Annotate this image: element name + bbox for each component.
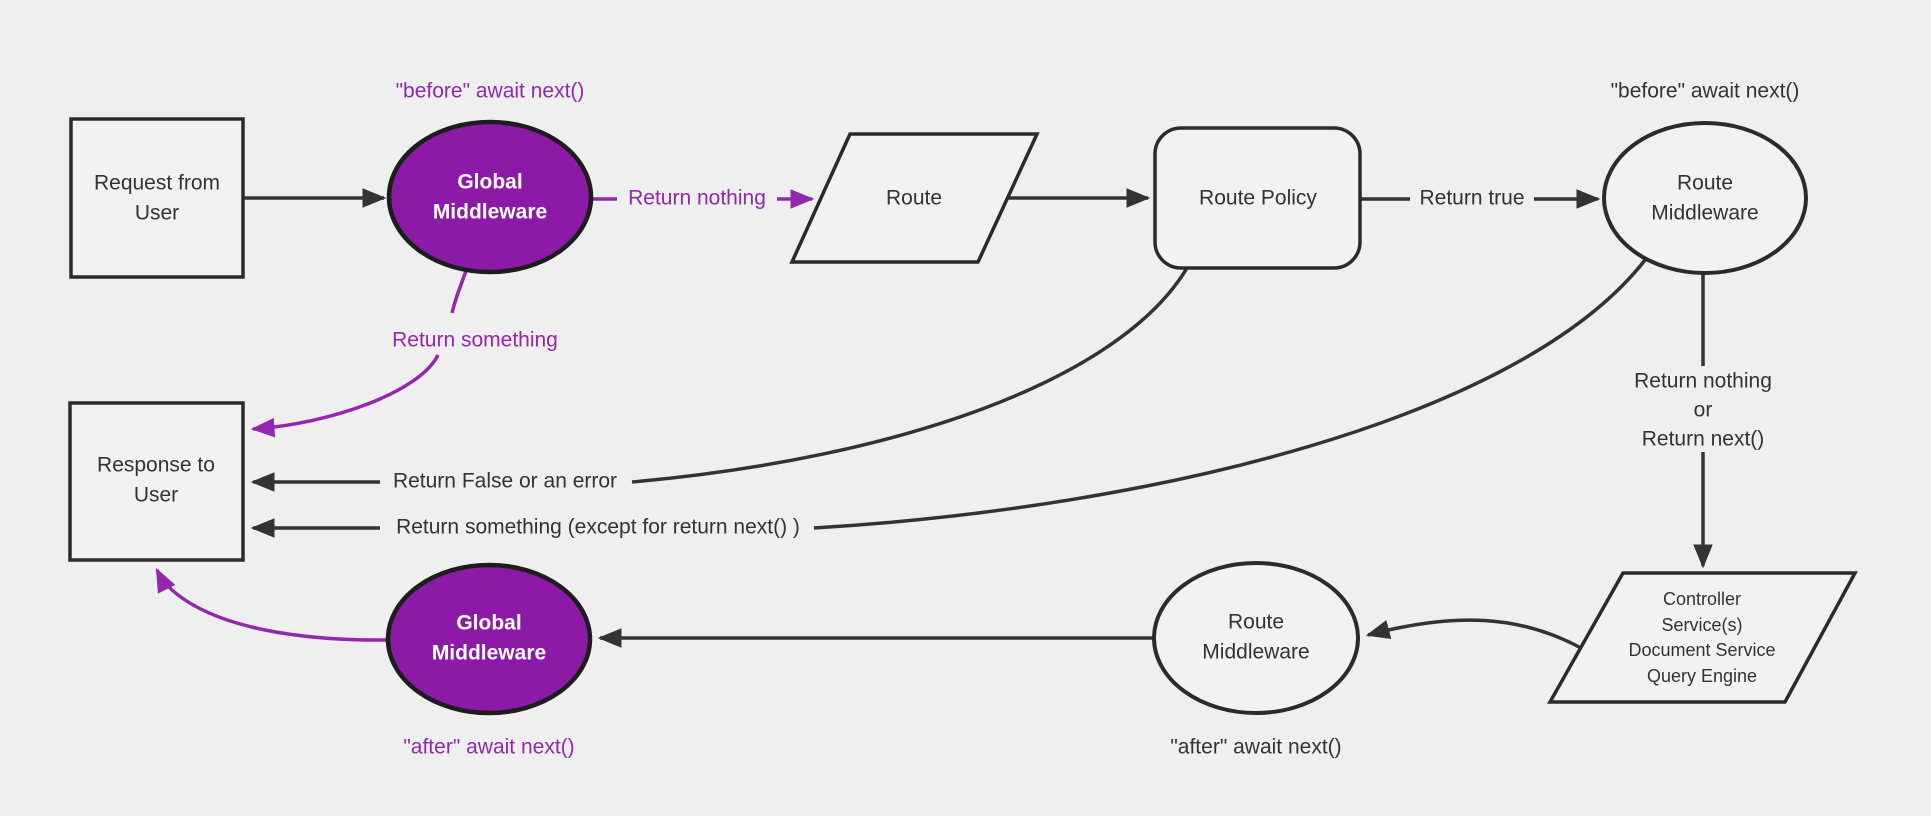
node-global-middleware-bottom: Global Middleware (385, 562, 593, 716)
edge-return-something-except-curve (813, 258, 1647, 530)
global-mw-top-label-line1: Global (457, 171, 522, 194)
route-mw-top-label-line2: Middleware (1651, 202, 1758, 225)
global-mw-top-ellipse (386, 119, 594, 275)
node-route-middleware-bottom: Route Middleware (1152, 561, 1360, 715)
edge-labels: "before" await next() "before" await nex… (392, 80, 1799, 759)
label-return-false-or-error: Return False or an error (393, 470, 617, 493)
controller-label-line1: Controller (1663, 589, 1741, 609)
node-response-to-user: Response to User (68, 401, 245, 562)
request-label-line1: Request from (94, 172, 220, 195)
node-request-from-user: Request from User (69, 117, 245, 279)
global-mw-top-label-line2: Middleware (433, 201, 547, 224)
response-label-line1: Response to (97, 454, 215, 477)
label-return-nothing-or-line2: or (1694, 399, 1713, 422)
controller-parallelogram (1546, 571, 1858, 704)
label-return-nothing: Return nothing (628, 187, 766, 210)
edge-return-something-top-segment (450, 270, 468, 314)
label-before-await-top-right: "before" await next() (1611, 80, 1800, 103)
route-mw-bottom-label-line1: Route (1228, 611, 1284, 634)
route-label: Route (886, 187, 942, 210)
node-controller-services: Controller Service(s) Document Service Q… (1546, 571, 1858, 704)
edge-global-mw-bottom-to-response (155, 567, 390, 642)
edge-return-false-curve (631, 267, 1189, 484)
route-mw-top-ellipse (1602, 121, 1808, 275)
response-label-line2: User (134, 484, 178, 507)
label-before-await-top-left: "before" await next() (396, 80, 585, 103)
edge-return-something-arrow (250, 354, 440, 438)
edges (155, 188, 1713, 650)
route-policy-label: Route Policy (1199, 187, 1317, 210)
controller-label-line2: Service(s) (1661, 615, 1742, 635)
controller-label-line3: Document Service (1628, 640, 1775, 660)
edge-controller-to-route-mw-bottom (1365, 618, 1582, 650)
label-after-await-right: "after" await next() (1170, 736, 1341, 759)
global-mw-bottom-label-line2: Middleware (432, 642, 546, 665)
node-route-middleware-top: Route Middleware (1602, 121, 1808, 275)
label-return-something-except: Return something (except for return next… (396, 516, 800, 539)
global-mw-bottom-label-line1: Global (456, 612, 521, 635)
route-policy-box (1153, 126, 1362, 270)
route-mw-top-label-line1: Route (1677, 172, 1733, 195)
node-route: Route (789, 132, 1040, 264)
request-box (69, 117, 245, 279)
label-return-true: Return true (1419, 187, 1524, 210)
label-after-await-left: "after" await next() (403, 736, 574, 759)
response-box (68, 401, 245, 562)
route-mw-bottom-ellipse (1152, 561, 1360, 715)
node-global-middleware-top: Global Middleware (386, 119, 594, 275)
route-mw-bottom-label-line2: Middleware (1202, 641, 1309, 664)
label-return-something: Return something (392, 329, 558, 352)
route-parallelogram (789, 132, 1040, 264)
label-return-nothing-or-line1: Return nothing (1634, 370, 1772, 393)
label-return-nothing-or-line3: Return next() (1642, 428, 1765, 451)
node-route-policy: Route Policy (1153, 126, 1362, 270)
request-label-line2: User (135, 202, 179, 225)
nodes: Request from User Global Middleware Rout… (68, 117, 1858, 716)
global-mw-bottom-ellipse (385, 562, 593, 716)
controller-label-line4: Query Engine (1647, 666, 1757, 686)
